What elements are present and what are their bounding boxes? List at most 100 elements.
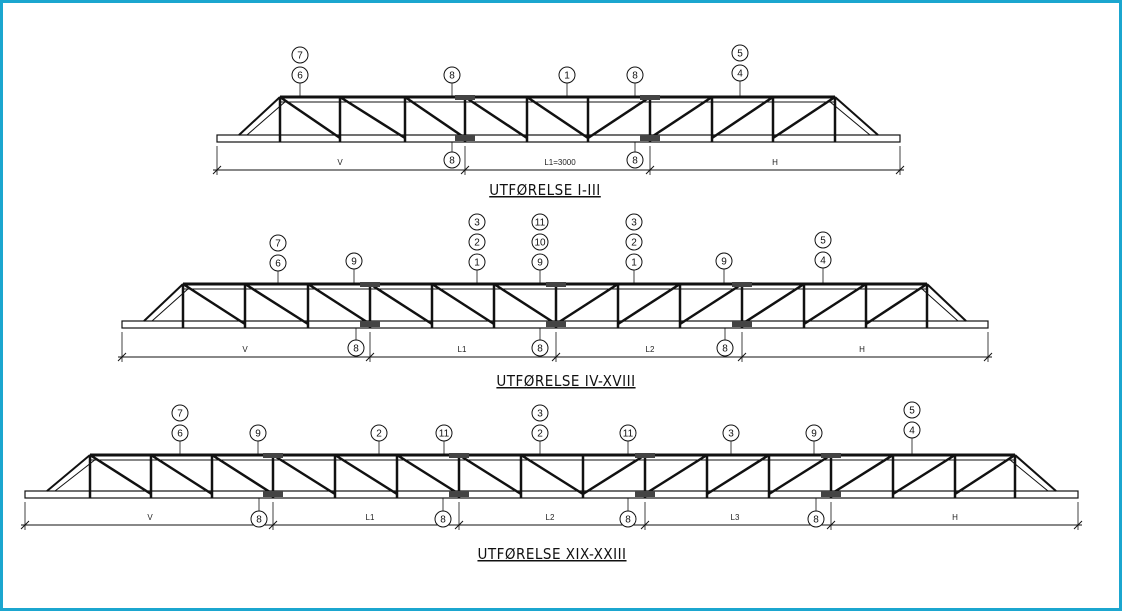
callout-number: 9 — [721, 257, 727, 268]
callout-number: 9 — [255, 429, 261, 440]
callout-bubble — [269, 254, 287, 272]
callout-bubble — [171, 424, 189, 442]
callout-bubble — [807, 510, 825, 528]
callout-number: 5 — [909, 406, 915, 417]
callout-bubble — [345, 252, 363, 270]
end-diagonal — [143, 283, 184, 322]
diagonal-member — [741, 282, 805, 326]
callout-number: 8 — [632, 71, 638, 82]
drawing-caption: UTFØRELSE I-III — [489, 181, 601, 199]
end-diagonal — [834, 96, 879, 136]
splice-plate — [635, 453, 655, 458]
callout-bubble — [619, 424, 637, 442]
diagonal-member — [830, 453, 894, 496]
callout-number: 8 — [632, 156, 638, 167]
callout-number: 8 — [537, 344, 543, 355]
splice-plate — [263, 453, 283, 458]
diagonal-member — [211, 453, 274, 496]
callout-bubble — [468, 213, 486, 231]
callout-bubble — [625, 233, 643, 251]
diagonal-member — [404, 95, 466, 140]
callout-bubble — [731, 64, 749, 82]
callout-number: 7 — [297, 51, 303, 62]
callout-number: 8 — [353, 344, 359, 355]
callout-bubble — [805, 424, 823, 442]
diagonal-member — [679, 282, 743, 326]
dimension-label: V — [147, 513, 153, 522]
dimension-label: L1=3000 — [544, 158, 576, 167]
diagonal-member — [520, 453, 584, 496]
diagonal-member — [458, 453, 522, 496]
bottom-chord — [216, 134, 901, 143]
diagonal-member — [182, 282, 246, 326]
callout-number: 1 — [631, 258, 637, 269]
dimension-label: L1 — [366, 513, 375, 522]
diagonal-member — [954, 453, 1016, 496]
splice-plate — [732, 282, 752, 287]
dimension-label: H — [772, 158, 778, 167]
splice-plate — [821, 453, 841, 458]
callout-number: 1 — [474, 258, 480, 269]
callout-number: 1 — [564, 71, 570, 82]
callout-number: 3 — [728, 429, 734, 440]
splice-plate — [546, 282, 566, 287]
callout-bubble — [626, 151, 644, 169]
dimension-label: H — [952, 513, 958, 522]
splice-plate — [640, 135, 660, 141]
callout-bubble — [531, 213, 549, 231]
diagonal-member — [493, 282, 557, 326]
diagonal-member — [369, 282, 433, 326]
dimension-label: V — [242, 345, 248, 354]
callout-number: 3 — [537, 409, 543, 420]
drawing-caption: UTFØRELSE XIX-XXIII — [477, 545, 626, 563]
callout-bubble — [434, 510, 452, 528]
callout-number: 6 — [297, 71, 303, 82]
bottom-chord — [24, 490, 1079, 499]
callout-number: 6 — [275, 259, 281, 270]
callout-bubble — [443, 151, 461, 169]
callout-bubble — [171, 404, 189, 422]
callout-number: 2 — [474, 238, 480, 249]
callout-number: 2 — [631, 238, 637, 249]
callout-number: 8 — [440, 515, 446, 526]
callout-number: 4 — [820, 256, 826, 267]
diagonal-member — [644, 453, 708, 496]
callout-bubble — [531, 253, 549, 271]
callout-number: 8 — [813, 515, 819, 526]
diagonal-member — [396, 453, 460, 496]
splice-plate — [455, 135, 475, 141]
callout-number: 8 — [256, 515, 262, 526]
callout-bubble — [558, 66, 576, 84]
splice-plate — [455, 95, 475, 100]
callout-bubble — [250, 510, 268, 528]
callout-number: 9 — [811, 429, 817, 440]
splice-plate — [360, 321, 380, 327]
callout-bubble — [531, 424, 549, 442]
callout-bubble — [626, 66, 644, 84]
callout-bubble — [435, 424, 453, 442]
callout-number: 4 — [909, 426, 915, 437]
callout-bubble — [722, 424, 740, 442]
diagonal-member — [649, 95, 713, 140]
dimension-label: L2 — [646, 345, 655, 354]
diagonal-member — [803, 282, 867, 326]
splice-plate — [546, 321, 566, 327]
callout-bubble — [814, 251, 832, 269]
diagonal-member — [279, 95, 341, 140]
diagonal-member — [555, 282, 619, 326]
dimension-label: L1 — [458, 345, 467, 354]
splice-plate — [449, 491, 469, 497]
callout-number: 9 — [351, 257, 357, 268]
diagonal-member — [706, 453, 770, 496]
callout-number: 3 — [474, 218, 480, 229]
end-diagonal — [1014, 454, 1057, 492]
end-diagonal — [238, 96, 281, 136]
callout-bubble — [619, 510, 637, 528]
callout-bubble — [291, 66, 309, 84]
splice-plate — [449, 453, 469, 458]
